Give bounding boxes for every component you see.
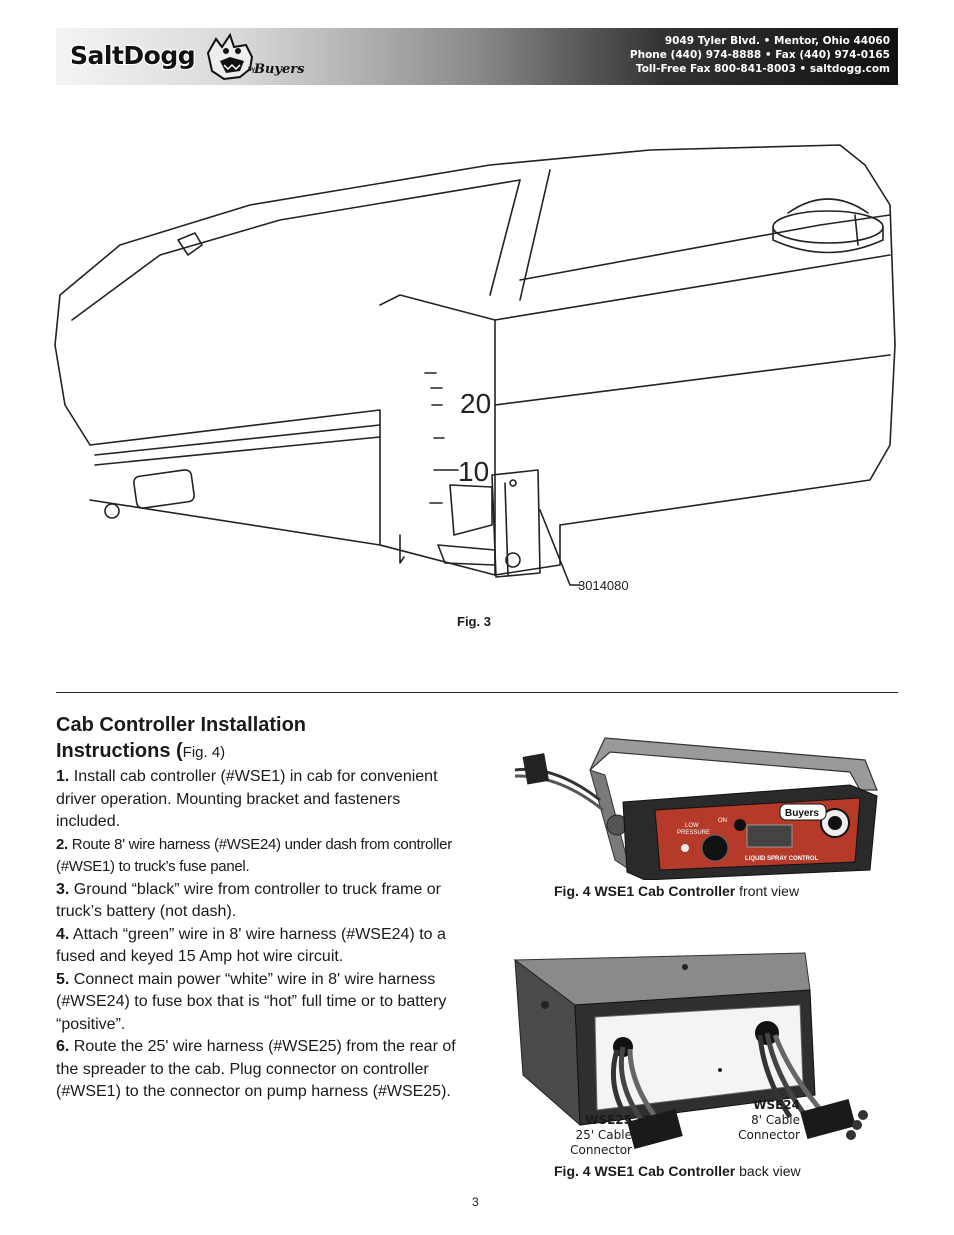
step-text: Ground “black” wire from controller to t… [56,880,442,921]
step-text: Connect main power “white” wire in 8' wi… [56,970,447,1033]
fig4-controller-front-image: Buyers LOW PRESSURE ON LIQUID SPRAY CONT… [514,737,878,880]
page-header: SaltDogg by Buyers 9049 Tyler Blvd. • Me… [56,28,898,85]
address-line: 9049 Tyler Blvd. • Mentor, Ohio 44060 [664,35,890,47]
tollfree-line: Toll-Free Fax 800-841-8003 • saltdogg.co… [635,63,890,75]
caption-bold: Fig. 4 WSE1 Cab Controller [554,883,736,899]
wse25-name: WSE25 [585,1113,632,1127]
step-text: Route 8' wire harness (#WSE24) under das… [56,835,452,876]
logo-buyers: Buyers [254,62,305,77]
label-low: LOW [685,823,699,829]
step-text: Attach “green” wire in 8' wire harness (… [56,925,446,966]
step-number: 4. [56,925,70,943]
caption-rest: back view [735,1163,801,1179]
step-text: Install cab controller (#WSE1) in cab fo… [56,768,438,830]
fig4-front-caption: Fig. 4 WSE1 Cab Controller front view [554,883,799,899]
scale-label-10: 10 [458,456,489,487]
page-number: 3 [472,1195,479,1209]
step-4: 4. Attach “green” wire in 8' wire harnes… [56,924,466,969]
phone-line: Phone (440) 974-8888 • Fax (440) 974-016… [629,49,890,61]
cab-controller-instructions: Cab Controller Installation Instructions… [56,712,466,1104]
heading-line2: Instructions ( [56,740,183,762]
wse24-desc-line1: 8' Cable [751,1113,800,1127]
section-divider [56,692,898,693]
logo-wordmark: SaltDogg [70,41,196,70]
heading-figref: Fig. 4) [182,744,226,761]
heading-line1: Cab Controller Installation [56,714,307,736]
caption-bold: Fig. 4 WSE1 Cab Controller [554,1163,736,1179]
step-1: 1. Install cab controller (#WSE1) in cab… [56,766,466,834]
step-6: 6. Route the 25' wire harness (#WSE25) f… [56,1036,466,1104]
dog-mascot-icon [206,32,254,81]
step-3: 3. Ground “black” wire from controller t… [56,879,466,924]
label-pressure: PRESSURE [677,830,710,836]
step-text: Route the 25' wire harness (#WSE25) from… [56,1038,456,1100]
wse24-desc-line2: Connector [738,1128,800,1142]
instructions-heading: Cab Controller Installation Instructions… [56,712,466,766]
controller-brand-label: Buyers [785,808,819,819]
fig3-spreader-drawing: 20 10 3014080 [54,144,896,593]
step-5: 5. Connect main power “white” wire in 8'… [56,969,466,1037]
saltdogg-logo: SaltDogg by Buyers [70,32,310,81]
wse25-desc: 25' Cable Connector [570,1128,632,1157]
logo-by: by [248,67,256,73]
wse25-label: WSE25 25' Cable Connector [512,1113,632,1158]
part-number-3014080: 3014080 [578,578,629,593]
scale-label-20: 20 [460,388,491,419]
wse24-name: WSE24 [753,1098,800,1112]
step-number: 2. [56,835,68,853]
wse24-label: WSE24 8' Cable Connector [720,1098,800,1143]
step-number: 5. [56,970,70,988]
contact-info: 9049 Tyler Blvd. • Mentor, Ohio 44060 Ph… [630,34,890,76]
fig3-caption: Fig. 3 [457,614,491,629]
label-on: ON [718,818,727,824]
step-2: 2. Route 8' wire harness (#WSE24) under … [56,834,466,879]
step-number: 3. [56,880,70,898]
caption-rest: front view [735,883,800,899]
fig4-controller-back-image [513,952,868,1149]
step-number: 6. [56,1038,70,1055]
label-liquid-spray-control: LIQUID SPRAY CONTROL [745,856,819,862]
step-number: 1. [56,768,70,785]
fig4-back-caption: Fig. 4 WSE1 Cab Controller back view [554,1163,801,1179]
